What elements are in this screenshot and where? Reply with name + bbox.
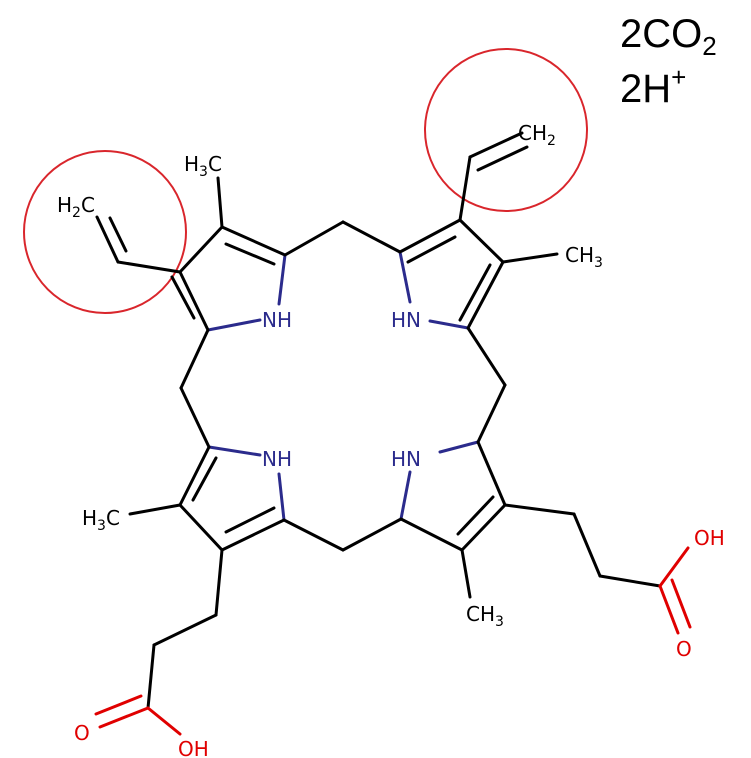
label-nh-bottom-left: NH — [262, 447, 292, 471]
pyrrole-ring-d — [128, 445, 286, 552]
pyrrole-ring-b — [398, 218, 559, 330]
label-vinyl-left: H2C — [57, 193, 95, 221]
vinyl-group-right — [458, 131, 529, 222]
meso-bridges — [179, 220, 507, 552]
highlight-circle-left-vinyl — [23, 150, 187, 314]
highlight-circle-right-vinyl — [424, 48, 588, 212]
label-methyl-bottom: CH3 — [466, 602, 504, 630]
label-methyl-right: CH3 — [565, 243, 603, 271]
label-methyl-top-left: H3C — [184, 152, 222, 180]
pyrrole-ring-a — [170, 176, 287, 332]
label-vinyl-right: CH2 — [518, 121, 556, 149]
propionic-acid-right — [503, 503, 692, 635]
vinyl-group-left — [95, 215, 182, 274]
label-o-bottom: O — [74, 721, 90, 745]
label-methyl-bottom-left: H3C — [82, 506, 120, 534]
product-h-plus: 2H+ — [620, 62, 687, 111]
label-hn-top-right: HN — [391, 308, 421, 332]
label-hn-bottom-right: HN — [391, 447, 421, 471]
label-oh-right: OH — [694, 526, 725, 550]
label-oh-bottom: OH — [178, 737, 209, 758]
product-co2: 2CO2 — [620, 12, 717, 61]
label-nh-top-left: NH — [262, 308, 292, 332]
label-o-right: O — [676, 637, 692, 661]
propionic-acid-bottom — [94, 548, 224, 736]
pyrrole-ring-c — [399, 440, 507, 599]
